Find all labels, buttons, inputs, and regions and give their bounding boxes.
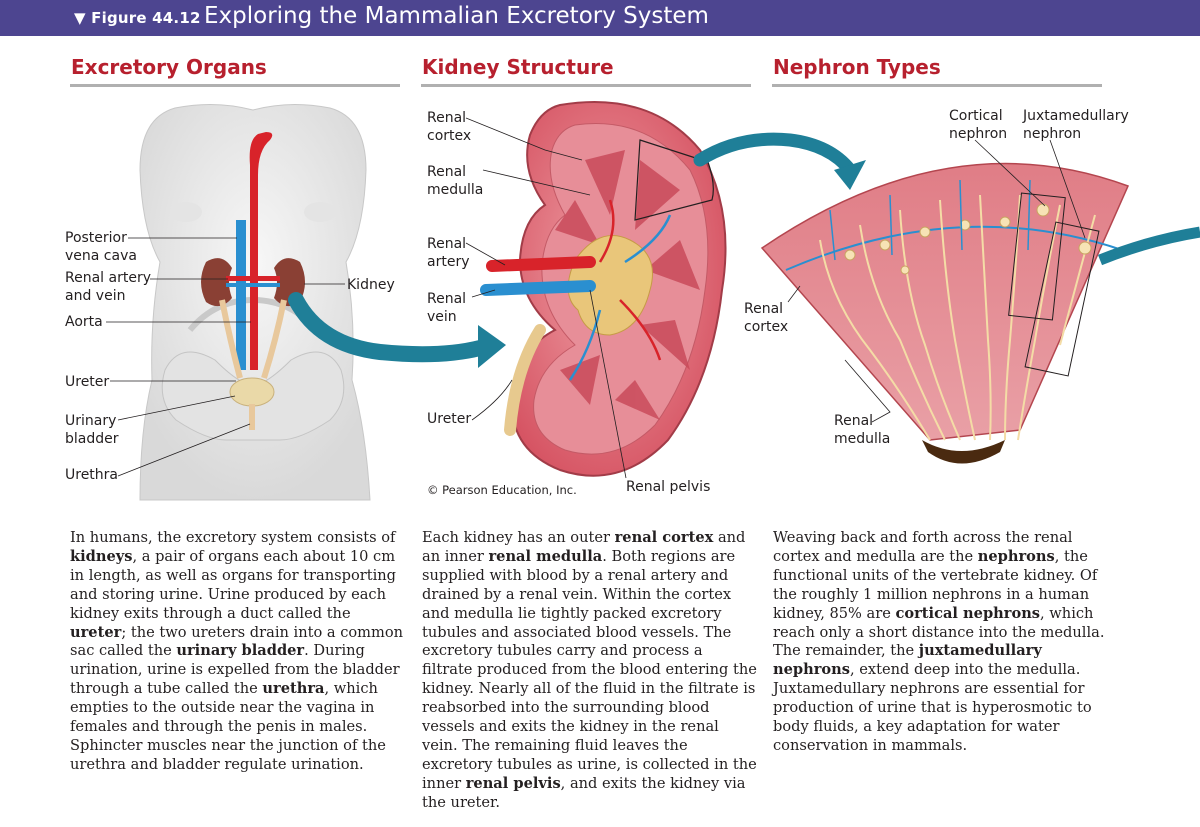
bold-term: ureter bbox=[70, 624, 121, 641]
kidney-cross-section-illustration bbox=[486, 102, 726, 476]
bold-term: urinary bladder bbox=[176, 642, 304, 659]
bold-term: cortical nephrons bbox=[896, 605, 1041, 622]
bold-term: nephrons bbox=[978, 548, 1055, 565]
bold-term: renal pelvis bbox=[466, 775, 561, 792]
label-renal-cortex: Renal bbox=[427, 109, 466, 127]
nephron-fan-illustration bbox=[762, 164, 1128, 464]
paragraph-nephron-types: Weaving back and forth across the renal … bbox=[773, 529, 1108, 756]
bold-term: kidneys bbox=[70, 548, 132, 565]
zoom-arrow bbox=[700, 139, 850, 170]
label-aorta: Aorta bbox=[65, 313, 103, 331]
label-renal-vein: vein bbox=[427, 308, 457, 326]
zoom-arrow bbox=[1100, 232, 1200, 260]
label-renal-artery-and-vein: Renal artery bbox=[65, 269, 151, 287]
label-renal-medulla: medulla bbox=[427, 181, 483, 199]
text-run: Each kidney has an outer bbox=[422, 529, 615, 546]
zoom-arrow-head bbox=[478, 325, 506, 368]
human-torso-illustration bbox=[140, 104, 370, 500]
label-renal-cortex: Renal bbox=[744, 300, 783, 318]
label-renal-artery: artery bbox=[427, 253, 469, 271]
label-juxtamedullary-nephron: nephron bbox=[1023, 125, 1081, 143]
paragraph-excretory-organs: In humans, the excretory system consists… bbox=[70, 529, 405, 775]
text-run: . Both regions are supplied with blood b… bbox=[422, 548, 757, 792]
label-urinary-bladder: bladder bbox=[65, 430, 119, 448]
bold-term: renal medulla bbox=[488, 548, 602, 565]
label-renal-cortex: cortex bbox=[427, 127, 471, 145]
label-renal-artery: Renal bbox=[427, 235, 466, 253]
label-renal-medulla: Renal bbox=[427, 163, 466, 181]
label-ureter: Ureter bbox=[427, 410, 471, 428]
label-posterior-vena-cava: vena cava bbox=[65, 247, 137, 265]
label-posterior-vena-cava: Posterior bbox=[65, 229, 127, 247]
text-run: In humans, the excretory system consists… bbox=[70, 529, 395, 546]
label-juxtamedullary-nephron: Juxtamedullary bbox=[1023, 107, 1129, 125]
label-ureter: Ureter bbox=[65, 373, 109, 391]
bold-term: urethra bbox=[262, 680, 324, 697]
label-kidney: Kidney bbox=[347, 276, 395, 294]
label-renal-cortex: cortex bbox=[744, 318, 788, 336]
label-renal-artery-and-vein: and vein bbox=[65, 287, 125, 305]
label-renal-medulla: Renal bbox=[834, 412, 873, 430]
label-renal-vein: Renal bbox=[427, 290, 466, 308]
label-urinary-bladder: Urinary bbox=[65, 412, 116, 430]
copyright-credit: © Pearson Education, Inc. bbox=[427, 481, 577, 499]
label-renal-pelvis: Renal pelvis bbox=[626, 478, 710, 496]
paragraph-kidney-structure: Each kidney has an outer renal cortex an… bbox=[422, 529, 757, 813]
label-urethra: Urethra bbox=[65, 466, 118, 484]
label-renal-medulla: medulla bbox=[834, 430, 890, 448]
label-cortical-nephron: Cortical bbox=[949, 107, 1003, 125]
bold-term: renal cortex bbox=[615, 529, 714, 546]
label-cortical-nephron: nephron bbox=[949, 125, 1007, 143]
